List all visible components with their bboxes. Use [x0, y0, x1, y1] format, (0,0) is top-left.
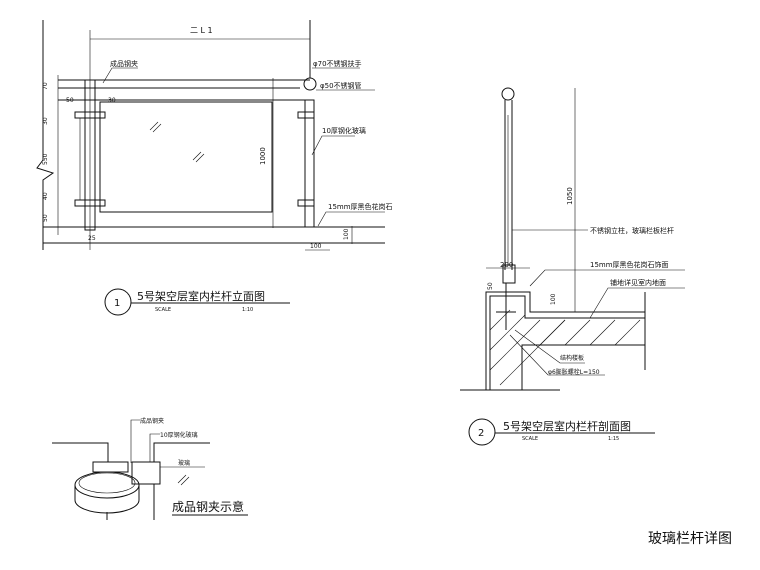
label-clamp: 成品钢夹	[140, 417, 164, 425]
label-bolt: φ6膨胀螺栓L=150	[548, 368, 600, 376]
dim-base: 50	[487, 282, 494, 290]
view1-number: 1	[114, 298, 120, 309]
dim-base: 100	[343, 228, 350, 240]
label-glass-plate: 10厚钢化玻璃	[160, 431, 198, 439]
dim-side: 100	[310, 243, 322, 250]
label-glass: 玻璃	[178, 459, 190, 467]
label-granite: 15mm厚黑色花岗石饰面	[590, 260, 669, 269]
view1-title: 5号架空层室内栏杆立面图	[137, 289, 265, 303]
elevation-view: 二 L 1 70 30 550 40 50 50 30 25	[36, 20, 393, 316]
dim-height: 1050	[566, 187, 574, 205]
view1-scale-label: SCALE	[155, 307, 171, 313]
dim: 50	[42, 214, 49, 222]
dim-height: 1000	[259, 147, 267, 165]
dim-width: 200	[500, 261, 513, 269]
view2-scale-label: SCALE	[522, 436, 538, 442]
glass-panel	[99, 101, 273, 213]
sheet-title: 玻璃栏杆详图	[648, 531, 732, 547]
dim-step: 100	[550, 293, 557, 305]
clamp-view: 成品钢夹 10厚钢化玻璃 玻璃 成品钢夹示意	[52, 417, 248, 520]
dim: 550	[42, 153, 49, 165]
view2-scale: 1:15	[608, 436, 619, 442]
dim: 30	[42, 117, 49, 125]
dim-top: 二 L 1	[190, 26, 213, 35]
dim: 25	[88, 235, 96, 242]
label-clamp: 成品钢夹	[110, 59, 138, 68]
view3-title: 成品钢夹示意	[172, 499, 244, 514]
dim: 40	[42, 192, 49, 200]
label-handrail: φ70不锈钢扶手	[313, 59, 362, 68]
label-post: 不锈钢立柱，玻璃栏板栏杆	[590, 226, 674, 235]
view1-scale: 1:10	[242, 307, 253, 313]
dim: 30	[108, 97, 116, 104]
label-floor: 铺地详见室内地面	[610, 278, 666, 287]
label-glass: 10厚钢化玻璃	[322, 126, 366, 135]
view2-title: 5号架空层室内栏杆剖面图	[503, 419, 631, 433]
label-tube: φ50不锈钢管	[320, 81, 362, 90]
label-slab: 结构楼板	[560, 354, 584, 362]
dim: 50	[66, 97, 74, 104]
dim: 70	[42, 82, 49, 90]
label-granite: 15mm厚黑色花岗石	[328, 202, 393, 211]
handrail-section	[303, 77, 317, 91]
view2-number: 2	[478, 428, 484, 439]
section-view: 1050 200 50 100 不锈钢立柱，玻璃栏板栏杆 15mm厚黑色花岗石饰…	[460, 87, 685, 446]
